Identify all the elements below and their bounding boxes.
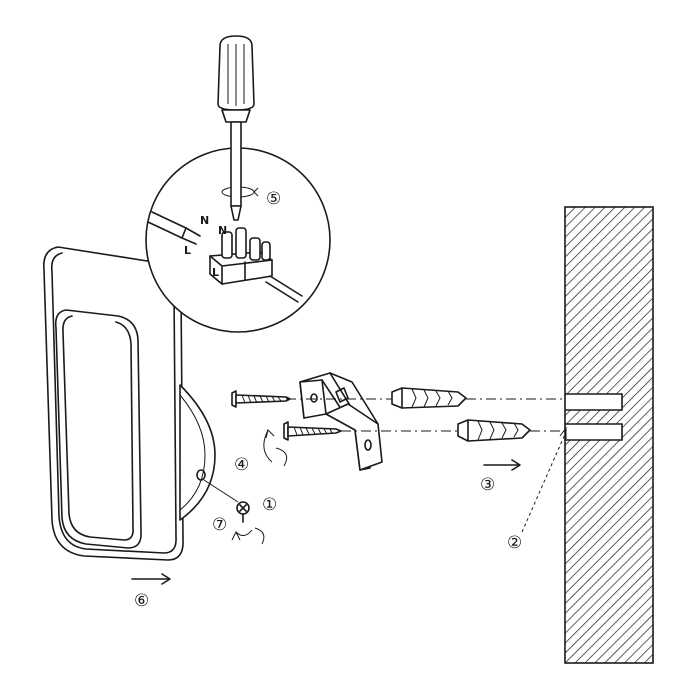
terminal-label-n: N	[218, 224, 227, 237]
step-1-label: ①	[262, 495, 277, 515]
mounting-bracket	[299, 372, 383, 471]
alignment-lines	[286, 398, 566, 432]
rotate-arrow-step4	[263, 429, 288, 467]
wiring-detail	[145, 147, 331, 333]
wall-plug-lower	[457, 419, 531, 442]
wall-plug-upper	[391, 387, 467, 409]
arrow-step2-pointer	[521, 426, 567, 533]
cable-label-n: N	[200, 214, 209, 227]
screw-upper	[231, 390, 291, 408]
screwdriver-icon	[217, 35, 255, 221]
step-3-label: ③	[480, 475, 495, 495]
arrow-step3	[483, 459, 521, 471]
set-screw	[231, 501, 265, 545]
step-2-label: ②	[507, 533, 522, 553]
terminal-label-l: L	[212, 266, 219, 279]
step-4-label: ④	[234, 455, 249, 475]
screw-lower	[283, 421, 342, 441]
wall-hole-upper	[565, 393, 623, 411]
wall	[564, 206, 654, 664]
arrow-step6	[131, 573, 171, 585]
step-6-label: ⑥	[134, 591, 149, 611]
step-7-label: ⑦	[212, 515, 227, 535]
cable-label-l: L	[184, 244, 191, 257]
wall-hole-lower	[565, 423, 623, 441]
step-5-label: ⑤	[266, 189, 281, 209]
